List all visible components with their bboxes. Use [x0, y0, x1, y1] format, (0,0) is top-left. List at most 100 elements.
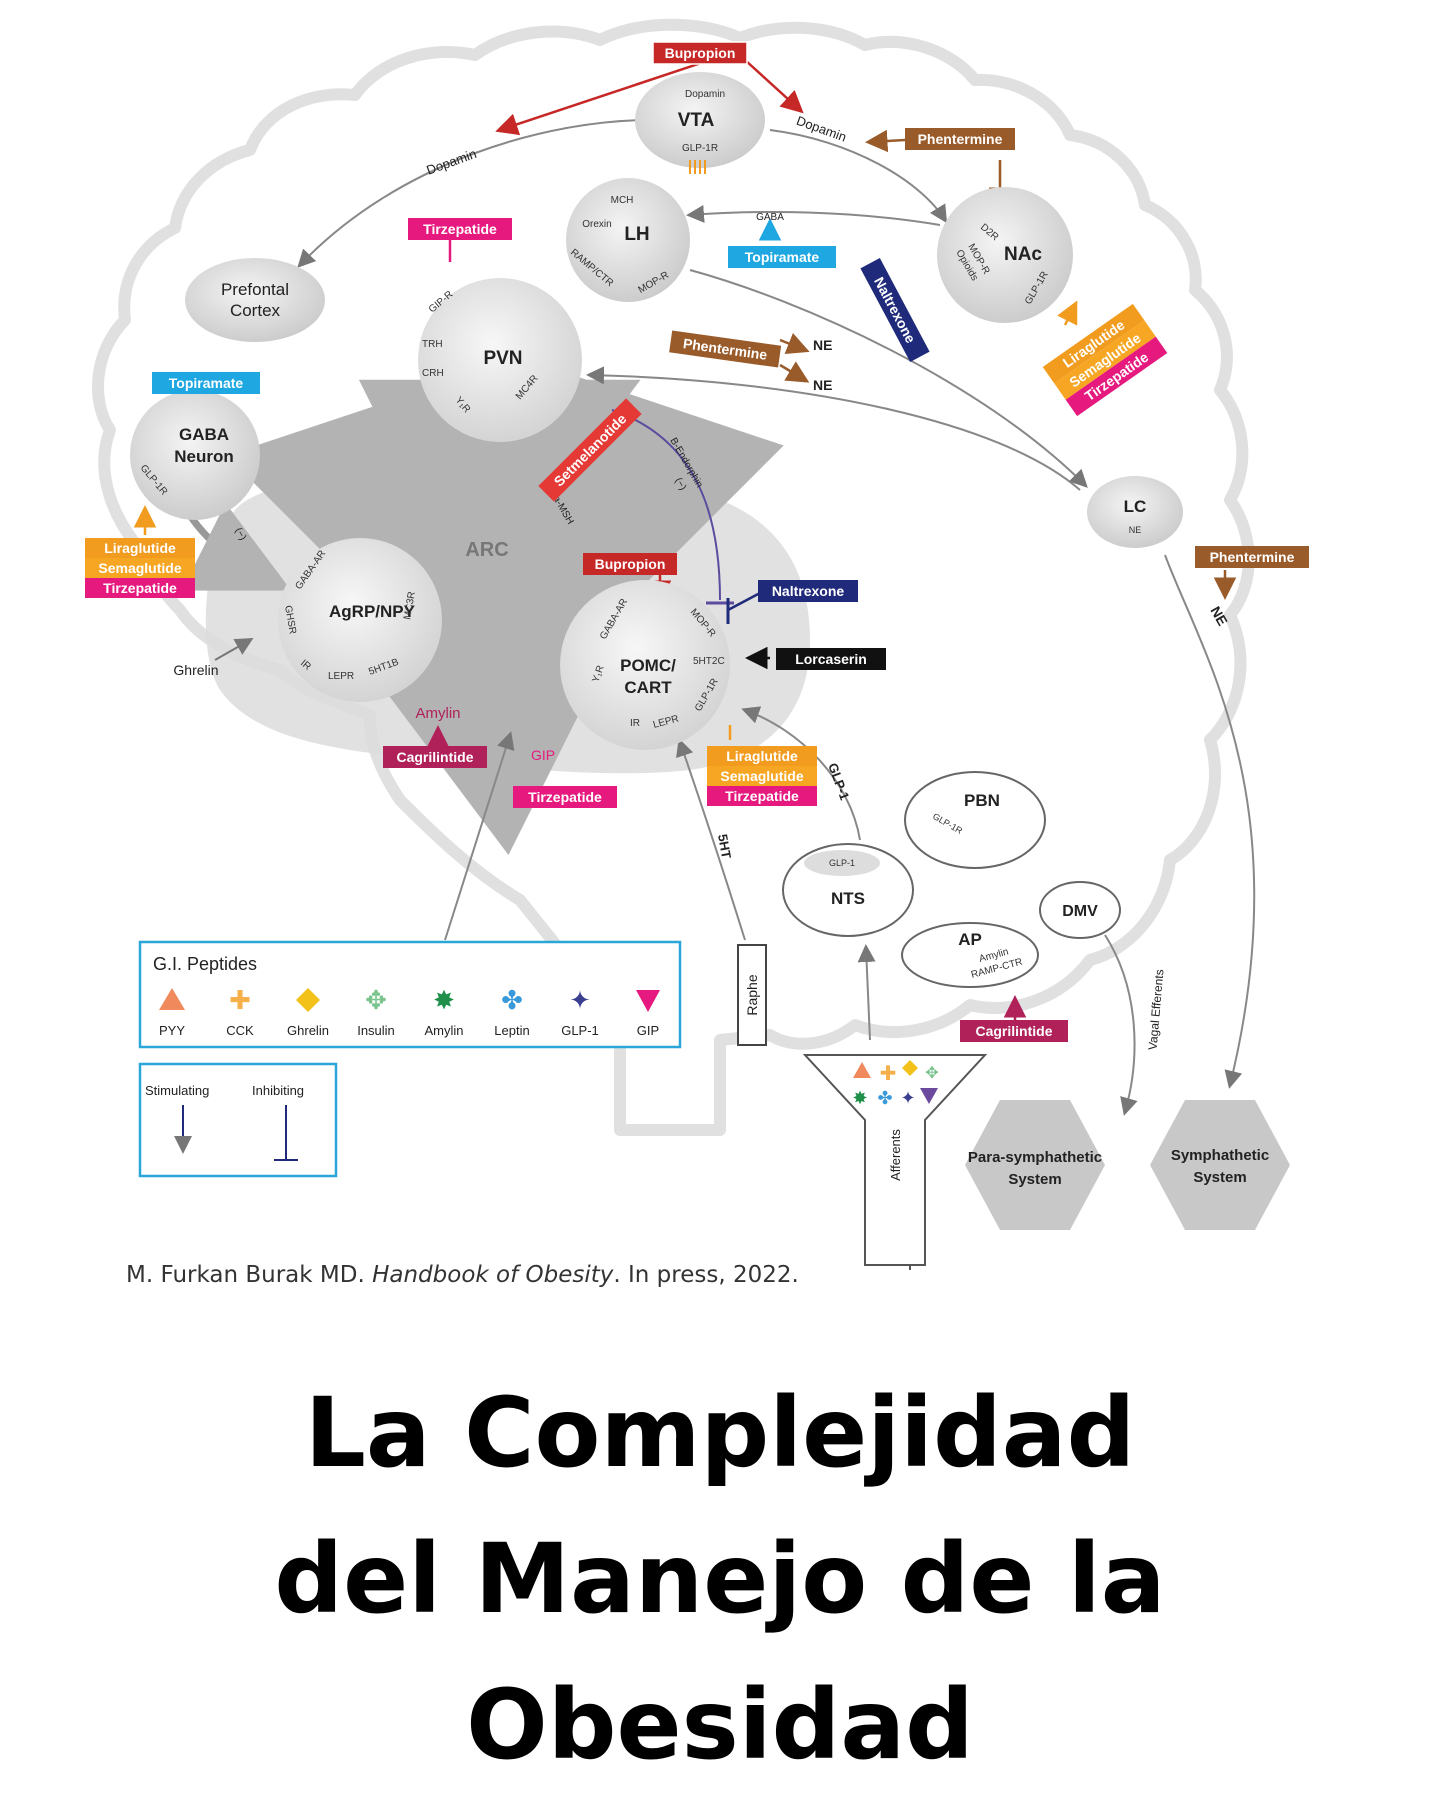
node-prefrontal-cortex: Prefontal Cortex [185, 258, 325, 342]
pomc-line2: CART [624, 678, 672, 697]
svg-text:Bupropion: Bupropion [595, 556, 666, 572]
svg-text:Phentermine: Phentermine [918, 131, 1003, 147]
node-dmv: DMV [1040, 882, 1120, 938]
agrp-lepr: LEPR [328, 671, 354, 682]
svg-text:Bupropion: Bupropion [665, 45, 736, 61]
raphe-label: Raphe [744, 974, 760, 1015]
legend-item-label: Insulin [357, 1023, 395, 1038]
drug-liraglutide-gaba: Liraglutide [85, 538, 195, 558]
pvn-trh: TRH [422, 339, 443, 350]
svg-text:✤: ✤ [877, 1088, 892, 1108]
edge-vagal: Vagal Efferents [1146, 969, 1167, 1051]
svg-text:Semaglutide: Semaglutide [720, 768, 803, 784]
edge-glp1: GLP-1 [825, 761, 852, 802]
svg-text:Semaglutide: Semaglutide [98, 560, 181, 576]
svg-text:Liraglutide: Liraglutide [104, 540, 176, 556]
pvn-crh: CRH [422, 368, 444, 379]
gaba-neuron-line2: Neuron [174, 447, 234, 466]
gaba-neuron-line1: GABA [179, 425, 229, 444]
svg-text:Topiramate: Topiramate [169, 375, 244, 391]
svg-text:Cagrilintide: Cagrilintide [975, 1023, 1052, 1039]
title-line-1: La Complejidad [0, 1360, 1440, 1506]
node-nac: NAc D2R MOP-R Opioids GLP-1R [937, 187, 1073, 323]
citation-book: Handbook of Obesity [372, 1262, 613, 1288]
drug-cagrilintide-arc: Cagrilintide [383, 746, 487, 768]
drug-tirzepatide-pvn: Tirzepatide [408, 218, 512, 240]
legend-item-cck: ✚CCK [226, 985, 254, 1038]
vta-dopamin: Dopamin [685, 89, 725, 100]
legend-item-label: Ghrelin [287, 1023, 329, 1038]
node-pomc-cart: POMC/ CART GABA-AR MOP-R 5HT2C Y₁R GLP-1… [560, 580, 730, 750]
page-title: La Complejidad del Manejo de la Obesidad [0, 1360, 1440, 1798]
svg-text:✸: ✸ [852, 1088, 867, 1108]
title-line-2: del Manejo de la [0, 1506, 1440, 1652]
node-nts: GLP-1 NTS [783, 844, 913, 936]
svg-text:Naltrexone: Naltrexone [871, 274, 919, 346]
arc-label: ARC [465, 539, 508, 561]
pomc-line1: POMC/ [620, 656, 676, 675]
four-dot-icon: ✥ [365, 985, 387, 1015]
pfc-line2: Cortex [230, 301, 281, 320]
node-pvn: GIP-R TRH CRH PVN Y₁R MC4R [418, 278, 582, 442]
drug-lorcaserin: Lorcaserin [776, 648, 886, 670]
legend-title: G.I. Peptides [153, 954, 257, 974]
svg-text:Tirzepatide: Tirzepatide [103, 580, 177, 596]
edge-gaba: GABA [756, 212, 784, 223]
node-vta: Dopamin VTA GLP-1R [635, 72, 765, 174]
citation-rest: In press, 2022. [628, 1262, 799, 1288]
svg-text:✦: ✦ [900, 1088, 915, 1108]
obesity-pathway-diagram: Dopamin VTA GLP-1R MCH Orexin LH RAMP/CT… [0, 0, 1440, 1300]
lh-orexin: Orexin [582, 219, 611, 230]
edge-amylin: Amylin [415, 705, 460, 722]
edge-ghrelin: Ghrelin [173, 662, 218, 678]
svg-text:Lorcaserin: Lorcaserin [795, 651, 867, 667]
legend-item-label: PYY [159, 1023, 185, 1038]
legend-arrows: Stimulating Inhibiting [140, 1064, 336, 1176]
drug-phentermine-mid: Phentermine [669, 330, 781, 367]
pfc-line1: Prefontal [221, 280, 289, 299]
nts-glp1: GLP-1 [829, 858, 855, 868]
svg-text:✥: ✥ [925, 1065, 938, 1082]
parasympathetic-line1: Para-symphathetic [968, 1149, 1102, 1166]
drug-cagrilintide-ap: Cagrilintide [960, 1020, 1068, 1042]
svg-text:Tirzepatide: Tirzepatide [528, 789, 602, 805]
node-lc: LC NE [1087, 476, 1183, 548]
svg-text:✚: ✚ [880, 1063, 897, 1085]
drug-topiramate-lh: Topiramate [728, 246, 836, 268]
title-line-3: Obesidad [0, 1652, 1440, 1798]
svg-text:Liraglutide: Liraglutide [726, 748, 798, 764]
afferents-funnel: Afferents ✚ ✥ ✸ ✤ ✦ [805, 1055, 985, 1265]
vta-glp1r: GLP-1R [682, 143, 718, 154]
node-ap: AP Amylin RAMP-CTR [902, 923, 1038, 987]
sympathetic-system: Symphathetic System [1150, 1100, 1290, 1230]
drug-topiramate-gaba: Topiramate [152, 372, 260, 394]
node-gaba-neuron: GABA Neuron GLP-1R [130, 390, 260, 520]
vta-label: VTA [678, 110, 715, 131]
svg-text:Tirzepatide: Tirzepatide [725, 788, 799, 804]
drug-semaglutide-gaba: Semaglutide [85, 558, 195, 578]
citation-author: M. Furkan Burak MD. [126, 1262, 365, 1288]
legend-stimulating: Stimulating [145, 1083, 209, 1098]
parasympathetic-system: Para-symphathetic System [965, 1100, 1105, 1230]
svg-text:Phentermine: Phentermine [1210, 549, 1295, 565]
lc-ne: NE [1129, 525, 1142, 535]
drug-liraglutide-pomc: Liraglutide [707, 746, 817, 766]
lh-mch: MCH [611, 195, 634, 206]
pbn-label: PBN [964, 791, 1000, 810]
drug-tirzepatide-gaba: Tirzepatide [85, 578, 195, 598]
drug-naltrexone-pomc: Naltrexone [758, 580, 858, 602]
lc-label: LC [1124, 497, 1147, 516]
legend-inhibiting: Inhibiting [252, 1083, 304, 1098]
pvn-label: PVN [483, 348, 522, 369]
sympathetic-line1: Symphathetic [1171, 1147, 1269, 1164]
sympathetic-line2: System [1193, 1169, 1246, 1186]
edge-ne-2: NE [813, 377, 832, 393]
legend-item-label: CCK [226, 1023, 254, 1038]
pomc-ir: IR [630, 718, 640, 729]
svg-text:Tirzepatide: Tirzepatide [423, 221, 497, 237]
node-agrp-npy: AgRP/NPY GABA-AR GHSR MC3R IR LEPR 5HT1B [278, 538, 442, 702]
afferents-label: Afferents [888, 1129, 903, 1181]
parasympathetic-line2: System [1008, 1171, 1061, 1188]
edge-dopamin-left: Dopamin [424, 146, 478, 178]
